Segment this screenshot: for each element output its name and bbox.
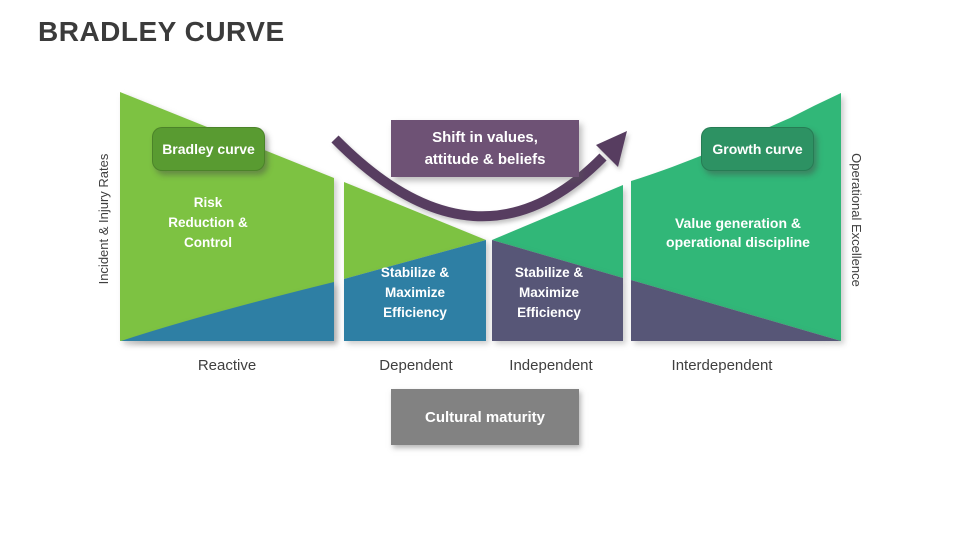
interdependent-slate-shape — [631, 280, 841, 341]
right-axis-label: Operational Excellence — [849, 153, 864, 287]
bradley-curve-badge: Bradley curve — [152, 127, 265, 171]
reactive-teal-shape — [121, 282, 334, 341]
shift-arrow-curve — [331, 135, 607, 222]
growth-curve-badge: Growth curve — [701, 127, 814, 171]
stage-label-interdependent: Interdependent — [671, 356, 773, 374]
risk-reduction-label: Risk Reduction & Control — [168, 195, 248, 250]
dependent-green-shape — [344, 182, 486, 279]
stage-label-independent: Independent — [509, 356, 593, 374]
dependent-teal-shape — [344, 240, 486, 341]
bradley-curve-badge-label: Bradley curve — [162, 141, 255, 157]
stabilize-independent-label: Stabilize & Maximize Efficiency — [514, 265, 584, 320]
stabilize-dependent-label: Stabilize & Maximize Efficiency — [380, 265, 450, 320]
shift-values-callout: Shift in values, attitude & beliefs — [391, 120, 579, 177]
independent-slate-shape — [492, 240, 623, 341]
left-axis-label: Incident & Injury Rates — [96, 153, 111, 285]
independent-green-shape — [492, 185, 623, 278]
cultural-maturity-label: Cultural maturity — [424, 408, 545, 426]
page-title: BRADLEY CURVE — [38, 16, 285, 47]
stage-label-reactive: Reactive — [197, 356, 257, 374]
value-generation-label: Value generation & operational disciplin… — [666, 214, 810, 251]
shift-arrow-head — [596, 131, 627, 167]
growth-curve-badge-label: Growth curve — [712, 141, 803, 157]
cultural-maturity-box: Cultural maturity — [391, 389, 579, 445]
stage-label-dependent: Dependent — [379, 356, 453, 374]
